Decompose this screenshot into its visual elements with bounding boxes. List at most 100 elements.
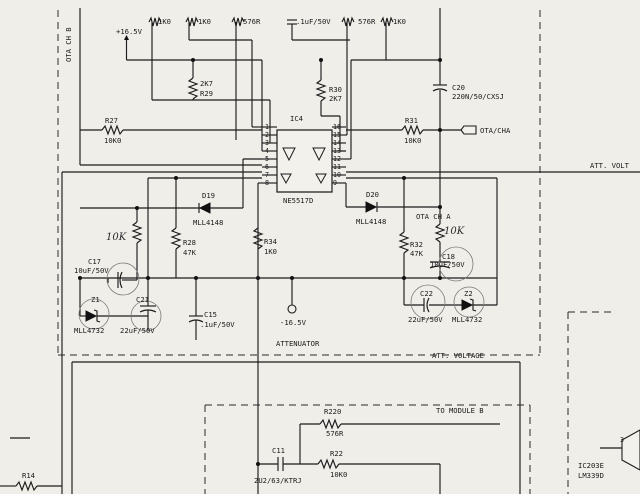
r31-resistor	[346, 124, 464, 136]
ic4-pin-14: 14	[333, 139, 341, 147]
r31-ref: R31	[405, 116, 418, 125]
ic4-right-pins	[332, 126, 346, 184]
z2-zener	[453, 286, 497, 318]
ic4-pin-4: 4	[265, 147, 269, 155]
c11-capacitor	[256, 457, 318, 471]
z1-ref: Z1	[91, 295, 100, 304]
ic4-pin-1: 1	[265, 123, 269, 131]
r31-value: 10K0	[404, 136, 421, 145]
r29-value: 2K7	[200, 79, 213, 88]
left-trim-resistor	[131, 206, 143, 262]
top-capacitor	[287, 19, 350, 41]
attenuator-label: ATTENUATOR	[276, 339, 320, 348]
supply-arrow-plus	[124, 35, 129, 40]
right-trim-label: 10K	[444, 226, 465, 237]
c17-value: 10uF/50V	[74, 266, 109, 275]
top-resistor-5-value: 576R	[358, 17, 376, 26]
d19-value: MLL4148	[193, 218, 223, 227]
c18-capacitor	[429, 246, 474, 282]
c20-capacitor	[386, 8, 448, 218]
r30-ref: R30	[329, 85, 342, 94]
ota-ch-b-wire	[79, 8, 262, 166]
r32-value: 47K	[410, 249, 424, 258]
c11-ref: C11	[272, 446, 285, 455]
ic4-pin-11: 11	[333, 163, 341, 171]
ic4-pin-12: 12	[333, 155, 341, 163]
ic203-name: IC203E	[578, 461, 604, 470]
att-voltage-line	[71, 361, 521, 494]
minus-16v5-label: -16.5V	[280, 318, 307, 327]
left-trim-label: 10K	[106, 232, 127, 243]
top-resistor-2-value: 1K0	[198, 17, 211, 26]
ota-b-glyph	[312, 147, 326, 162]
attenuator-frame	[57, 10, 541, 356]
ota-cha-connector	[460, 125, 477, 135]
ota-a-glyph	[282, 147, 296, 162]
c11-value: 2U2/63/KTRJ	[254, 476, 302, 485]
to-module-b-label: TO MODULE B	[436, 406, 484, 415]
ic4-package	[276, 129, 333, 193]
ic4-pin-6: 6	[265, 163, 269, 171]
ic203-pin: 3	[620, 436, 624, 444]
att-volt-line	[61, 171, 640, 494]
ic4-pin-10: 10	[333, 171, 341, 179]
c21-ref: C21	[136, 295, 149, 304]
r29-ref: R29	[200, 89, 213, 98]
ic203-comparator	[600, 429, 640, 471]
ic4-label: IC4	[290, 114, 303, 123]
c17-capacitor	[106, 262, 140, 296]
ic4-pin-16: 16	[333, 123, 341, 131]
c22-value: 22uF/50V	[408, 315, 443, 324]
top-resistor-3-value: 576R	[243, 17, 261, 26]
r22-value: 10K0	[330, 470, 347, 479]
d20-diode	[346, 201, 442, 213]
r220-resistor	[299, 418, 500, 464]
r28-ref: R28	[183, 238, 196, 247]
top-resistor-1-value: 1K0	[158, 17, 171, 26]
top-resistor-3	[231, 16, 245, 140]
r14-ref: R14	[22, 471, 35, 480]
right-trim-resistor	[434, 218, 446, 258]
buffer-a-glyph	[280, 173, 292, 185]
c15-value: .1uF/50V	[200, 320, 235, 329]
top-resistor-2	[185, 16, 262, 128]
d19-ref: D19	[202, 191, 215, 200]
c18-ref: C18	[442, 252, 455, 261]
r29-resistor	[187, 58, 199, 100]
r220-value: 576R	[326, 429, 344, 438]
ic4-pin-15: 15	[333, 131, 341, 139]
minus-16v5-rail	[287, 278, 297, 314]
z1-value: MLL4732	[74, 326, 104, 335]
ic4-pin-8: 8	[265, 179, 269, 187]
c20-ref: C20	[452, 83, 465, 92]
z1-zener	[78, 278, 148, 330]
buffer-b-glyph	[315, 173, 327, 185]
module-b-frame	[204, 404, 531, 494]
r28-resistor	[170, 176, 182, 278]
top-resistor-1	[148, 16, 271, 143]
c22-ref: C22	[420, 289, 433, 298]
r30-resistor	[315, 58, 346, 152]
ic4-pin-5: 5	[265, 155, 269, 163]
c18-value: 10uF/50V	[430, 260, 465, 269]
r34-ref: R34	[264, 237, 277, 246]
d19-diode	[80, 158, 262, 214]
r22-ref: R22	[330, 449, 343, 458]
c20-value: 220N/50/CXSJ	[452, 92, 504, 101]
ic203-frame	[567, 311, 612, 494]
top-resistor-6-value: 1K0	[393, 17, 406, 26]
ic4-pin-2: 2	[265, 131, 269, 139]
ic4-pin-9: 9	[333, 179, 337, 187]
ota-ch-b-label: OTA CH B	[64, 27, 73, 62]
c21-value: 22uF/50V	[120, 326, 155, 335]
plus-16v5-label: +16.5V	[116, 27, 143, 36]
att-volt-label: ATT. VOLT	[590, 161, 630, 170]
top-resistor-6	[346, 16, 394, 160]
c15-ref: C15	[204, 310, 217, 319]
att-voltage-label: ATT. VOLTAGE	[432, 351, 484, 360]
top-capacitor-value: .1uF/50V	[296, 17, 331, 26]
r27-resistor	[80, 124, 262, 136]
